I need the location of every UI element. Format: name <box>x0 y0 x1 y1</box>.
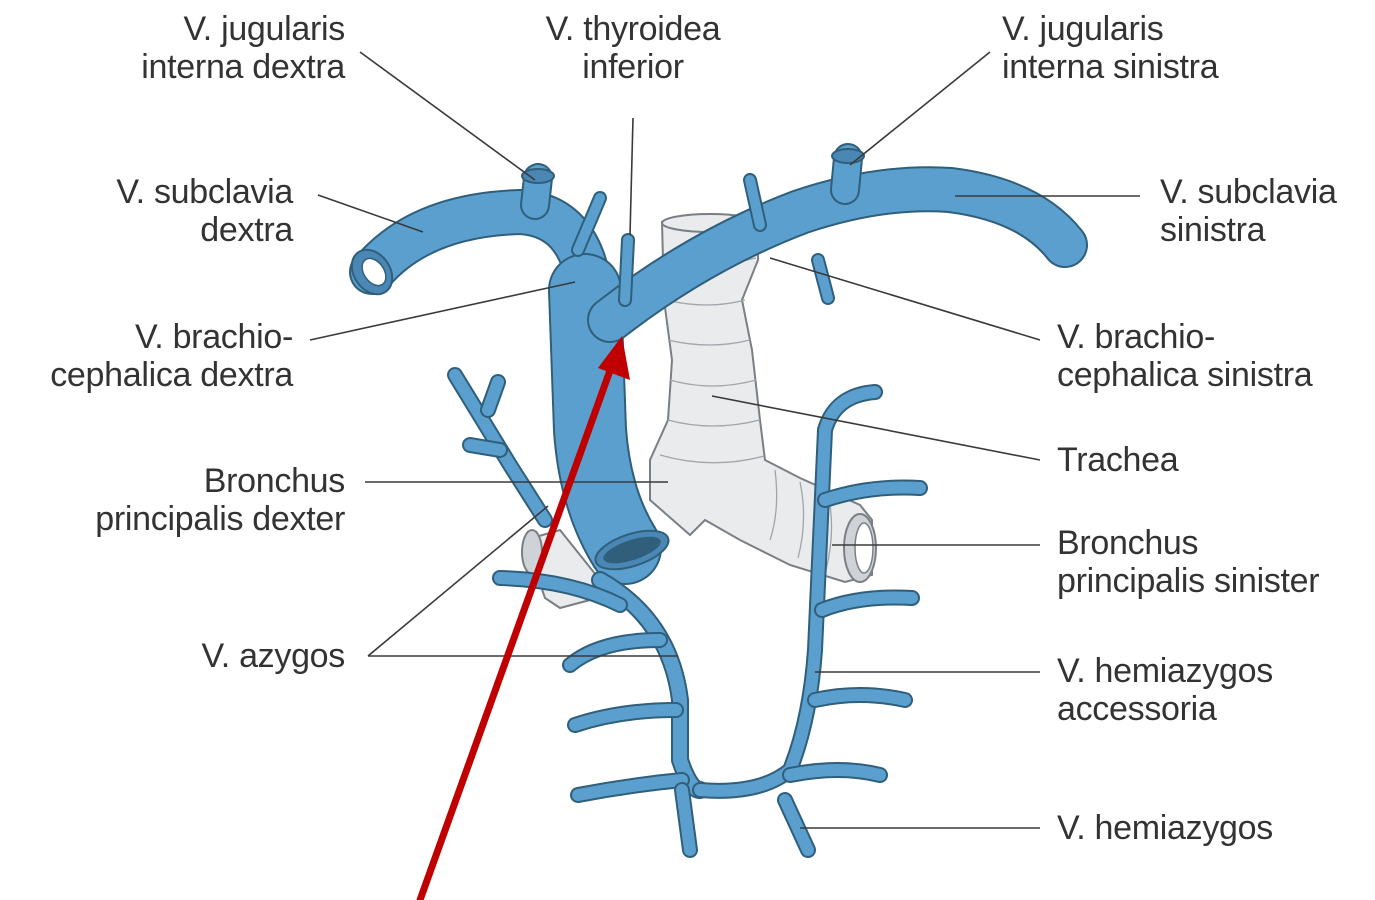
label-azygos: V. azygos <box>202 637 345 675</box>
label-line: V. brachio- <box>50 318 293 356</box>
leader-brachio-dextra <box>310 282 575 340</box>
label-line: V. subclavia <box>116 173 293 211</box>
label-line: cephalica sinistra <box>1057 356 1312 394</box>
label-line: Bronchus <box>95 462 345 500</box>
label-jugularis-interna-dextra: V. jugularis interna dextra <box>141 10 345 86</box>
label-brachiocephalica-sinistra: V. brachio- cephalica sinistra <box>1057 318 1312 394</box>
label-hemiazygos-accessoria: V. hemiazygos accessoria <box>1057 652 1273 728</box>
label-brachiocephalica-dextra: V. brachio- cephalica dextra <box>50 318 293 394</box>
label-subclavia-sinistra: V. subclavia sinistra <box>1160 173 1337 249</box>
label-line: dextra <box>116 211 293 249</box>
label-hemiazygos: V. hemiazygos <box>1057 809 1273 847</box>
label-line: Trachea <box>1057 441 1178 479</box>
leader-jugularis-dextra <box>360 52 535 180</box>
label-line: sinistra <box>1160 211 1337 249</box>
label-line: V. jugularis <box>141 10 345 48</box>
label-line: inferior <box>533 48 733 86</box>
thyroidea-inferior-shape <box>625 240 628 300</box>
label-line: interna dextra <box>141 48 345 86</box>
label-line: V. azygos <box>202 637 345 675</box>
label-thyroidea-inferior: V. thyroidea inferior <box>533 10 733 86</box>
leader-thyroidea <box>630 118 633 235</box>
label-line: V. brachio- <box>1057 318 1312 356</box>
label-line: V. hemiazygos <box>1057 809 1273 847</box>
label-line: V. thyroidea <box>533 10 733 48</box>
label-jugularis-interna-sinistra: V. jugularis interna sinistra <box>1002 10 1218 86</box>
label-bronchus-principalis-sinister: Bronchus principalis sinister <box>1057 524 1319 600</box>
label-line: V. subclavia <box>1160 173 1337 211</box>
label-trachea: Trachea <box>1057 441 1178 479</box>
label-bronchus-principalis-dexter: Bronchus principalis dexter <box>95 462 345 538</box>
label-subclavia-dextra: V. subclavia dextra <box>116 173 293 249</box>
label-line: Bronchus <box>1057 524 1319 562</box>
label-line: V. jugularis <box>1002 10 1218 48</box>
leader-jugularis-sinistra <box>850 52 990 165</box>
leader-subclavia-dextra <box>318 195 423 232</box>
jugularis-sinistra-stub <box>832 149 864 190</box>
label-line: accessoria <box>1057 690 1273 728</box>
label-line: interna sinistra <box>1002 48 1218 86</box>
label-line: principalis sinister <box>1057 562 1319 600</box>
label-line: principalis dexter <box>95 500 345 538</box>
label-line: V. hemiazygos <box>1057 652 1273 690</box>
label-line: cephalica dextra <box>50 356 293 394</box>
leader-brachio-sinistra <box>770 258 1040 340</box>
